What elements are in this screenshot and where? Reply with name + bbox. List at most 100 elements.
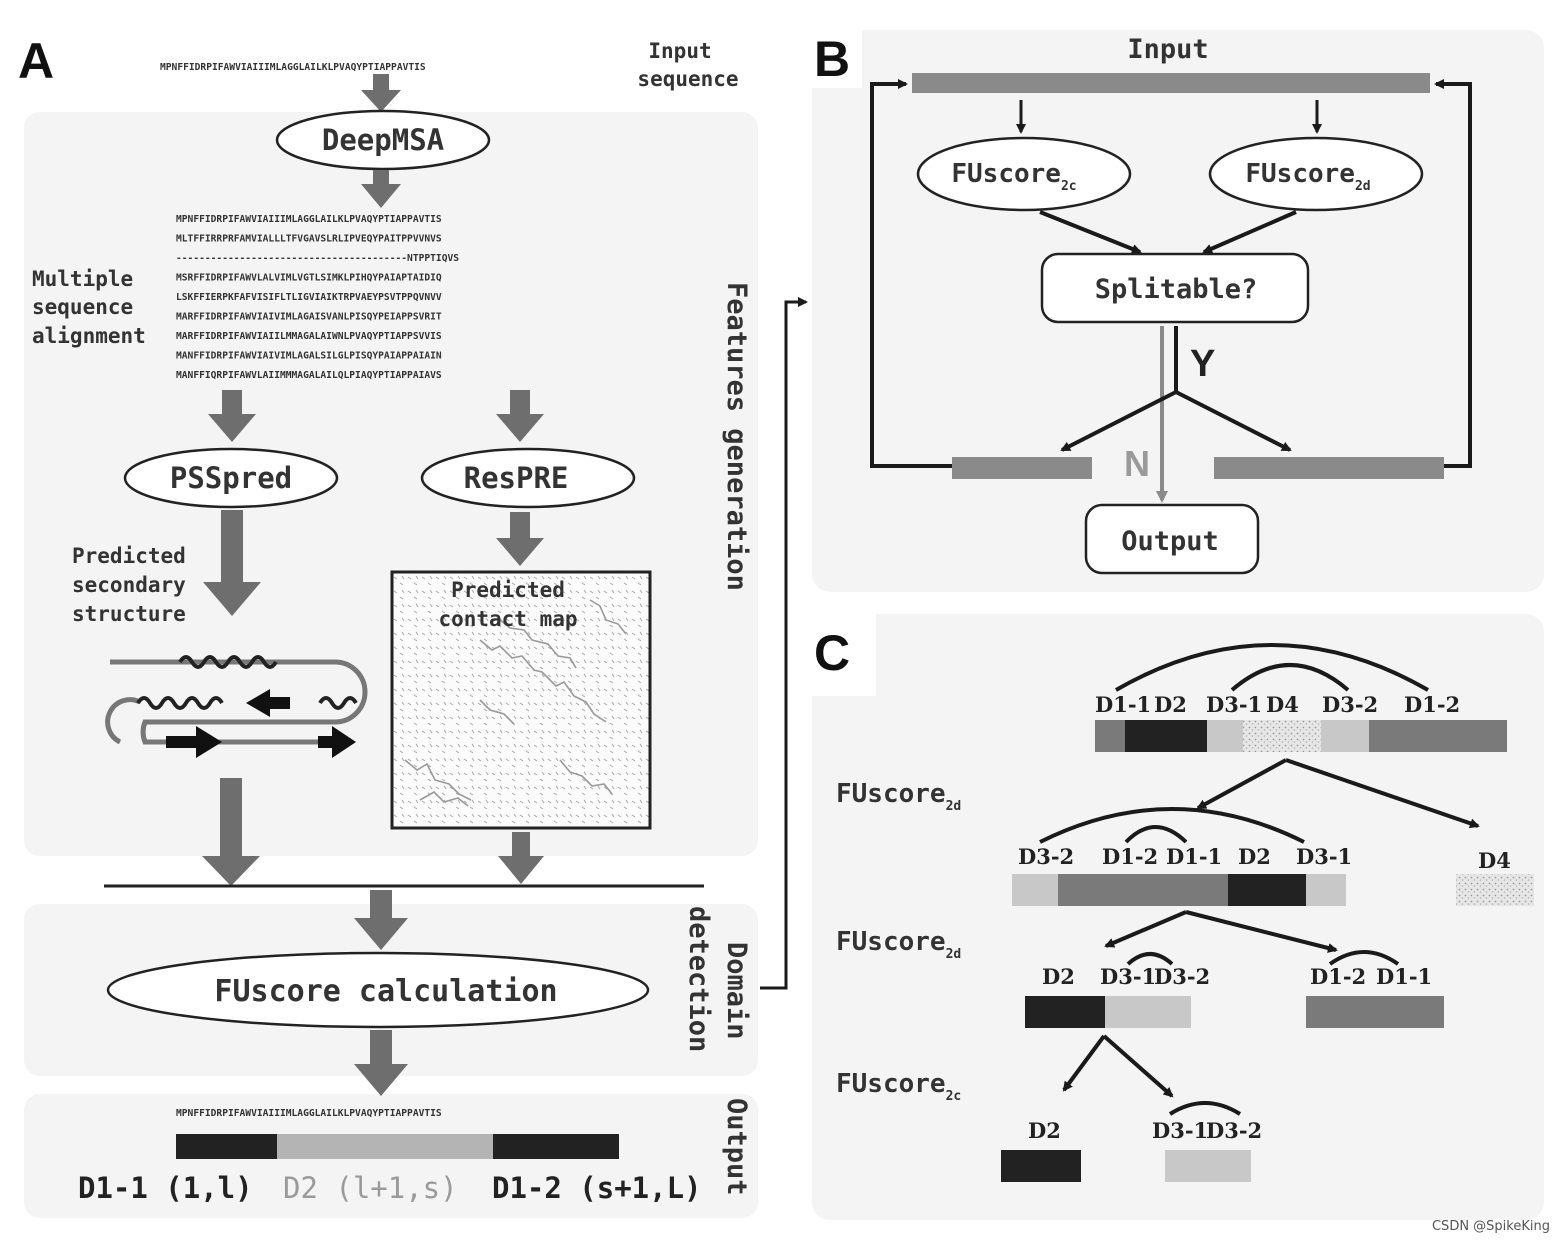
- arrow-msa-to-respre: [496, 390, 544, 442]
- panel-b-label: B: [814, 31, 850, 87]
- respre-label: ResPRE: [464, 461, 569, 495]
- panel-b: B Input FUscore2c FUscore2d Splitable? Y…: [806, 24, 1544, 592]
- msa-line: MANFFIDRPIFAWVIAIVIMLAGALSILGLPISQYPAIAP…: [176, 351, 442, 362]
- c-row3-label-d3-2: D3-2: [1154, 964, 1210, 989]
- arrow-input-to-deepmsa: [361, 74, 401, 112]
- c-row3-label-d3-1: D3-1: [1100, 964, 1156, 989]
- connector-to-panel-b: [760, 297, 808, 990]
- c-row1-label-d3-2: D3-2: [1322, 692, 1378, 717]
- c-row2-label-d3-1: D3-1: [1296, 844, 1352, 869]
- b-yes-left-arrow: [1060, 390, 1177, 452]
- c-row2-d4-block: [1456, 874, 1534, 906]
- helix-1: [178, 655, 278, 669]
- pred-cm-label-line2: contact map: [438, 607, 577, 631]
- c-row2-side-label-d4: D4: [1478, 848, 1511, 873]
- msa-line: LSKFFIERPKFAFVISIFLTLIGVIAIKTRPVAEYPSVTP…: [176, 292, 442, 303]
- b-output-label: Output: [1121, 526, 1219, 557]
- c-row4-bar-d2: [1001, 1150, 1081, 1182]
- fuscore-calc-node: [106, 951, 650, 1029]
- c-row2-arrow-right: [1185, 910, 1338, 953]
- c-row3-score: FUscore2c: [836, 1069, 961, 1104]
- output-sequence: MPNFFIDRPIFAWVIAIIIMLAGGLAILKLPVAQYPTIAP…: [176, 1108, 442, 1119]
- input-sequence: MPNFFIDRPIFAWVIAIIIMLAGGLAILKLPVAQYPTIAP…: [160, 62, 426, 73]
- msa-line: ----------------------------------------…: [176, 253, 459, 264]
- b-splitable-label: Splitable?: [1095, 274, 1258, 305]
- arrow-fuscore-to-output: [354, 1030, 408, 1096]
- msa-label-line2: sequence: [32, 295, 133, 319]
- arrow-psspred-to-ss: [203, 510, 261, 616]
- strand-arrow-right-1: [166, 726, 222, 758]
- c-row2-arrow-left: [1104, 910, 1187, 948]
- secondary-structure-diagram: [105, 655, 368, 758]
- c-row2-arc-outer: [1039, 807, 1305, 844]
- b-fuscore2d-label: FUscore2d: [1245, 159, 1370, 194]
- watermark: CSDN @SpikeKing: [1432, 1219, 1550, 1234]
- domain-detection-label-line2: detection: [683, 906, 714, 1052]
- msa-line: MSRFFIDRPIFAWVLALVIMLVGTLSIMKLPIHQYPAIAP…: [176, 273, 442, 284]
- arrow-msa-to-psspred: [208, 390, 256, 442]
- msa-label-line1: Multiple: [32, 267, 133, 291]
- c-row4-label-d3-2: D3-2: [1206, 1118, 1262, 1143]
- b-left-loop: [870, 79, 952, 468]
- output-domain-d1-1: D1-1 (1,l): [78, 1171, 253, 1205]
- c-row2-label-d2: D2: [1238, 844, 1271, 869]
- b-yes-label: Y: [1190, 343, 1215, 385]
- c-row2-label-d3-2: D3-2: [1018, 844, 1074, 869]
- deepmsa-node: [275, 109, 491, 171]
- b-fuscore2c-label: FUscore2c: [951, 159, 1076, 194]
- output-domain-d2: D2 (l+1,s): [283, 1171, 458, 1205]
- msa-line: MLTFFIRRPRFAMVIALLLTFVGAVSLRLIPVEQYPAITP…: [176, 234, 442, 245]
- fuscore-calc-label: FUscore calculation: [214, 974, 557, 1009]
- c-row3-label-d1-1: D1-1: [1376, 964, 1432, 989]
- helix-2: [136, 696, 224, 710]
- c-row2-labels: D3-2 D1-2 D1-1 D2 D3-1 D4: [1018, 844, 1511, 873]
- arrow-ss-to-merge: [202, 778, 260, 886]
- c-row1-label-d2: D2: [1154, 692, 1187, 717]
- c-row2-arc-inner: [1124, 825, 1188, 844]
- panel-a: A MPNFFIDRPIFAWVIAIIIMLAGGLAILKLPVAQYPTI…: [18, 33, 808, 1218]
- output-bar-d1-2: [493, 1134, 619, 1159]
- pred-ss-label-line1: Predicted: [72, 544, 186, 568]
- output-vertical-label: Output: [721, 1098, 752, 1196]
- output-bar-d2: [277, 1134, 493, 1159]
- respre-node: [420, 447, 636, 509]
- c-row2-label-d1-1: D1-1: [1166, 844, 1222, 869]
- c-row1-arc-inner: [1230, 663, 1350, 692]
- panel-c-label: C: [814, 625, 850, 681]
- b-arrow-2c-to-split: [1039, 210, 1142, 254]
- c-row3-bar-d3: [1105, 996, 1191, 1028]
- c-row1-label-d1-1: D1-1: [1095, 692, 1151, 717]
- c-row3-arc-left: [1126, 952, 1174, 966]
- arrow-map-to-merge: [498, 832, 544, 884]
- c-row3-arrow-right: [1102, 1034, 1174, 1098]
- arrow-deepmsa-to-msa: [361, 170, 401, 208]
- c-row3-labels: D2 D3-1 D3-2 D1-2 D1-1: [1042, 964, 1432, 989]
- arrow-merge-to-fuscore: [354, 890, 408, 950]
- contact-map: [390, 570, 652, 830]
- c-row3-label-d1-2: D1-2: [1310, 964, 1366, 989]
- b-fuscore2c-node: [916, 136, 1132, 212]
- psspred-node: [123, 447, 339, 509]
- c-row1-labels: D1-1 D2 D3-1 D4 D3-2 D1-2: [1095, 692, 1460, 717]
- panel-c: C D1-1 D2 D3-1 D4 D3-2 D1-2 FUscore2d D3…: [806, 612, 1544, 1220]
- b-left-split-bar: [952, 457, 1092, 479]
- strand-arrow-left: [246, 689, 290, 717]
- pred-cm-label-line1: Predicted: [451, 578, 565, 602]
- c-row3-bar-d2: [1025, 996, 1105, 1028]
- strand-arrow-right-2: [318, 726, 356, 758]
- b-input-label: Input: [1127, 34, 1208, 65]
- c-row2-label-d1-2: D1-2: [1102, 844, 1158, 869]
- b-right-loop: [1434, 79, 1472, 468]
- c-row1-arrow-right: [1285, 758, 1480, 829]
- c-row4-arc: [1168, 1101, 1242, 1116]
- domain-detection-label-line1: Domain: [721, 942, 752, 1040]
- c-row4-labels: D2 D3-1 D3-2: [1028, 1118, 1262, 1143]
- deepmsa-label: DeepMSA: [322, 123, 444, 157]
- b-fuscore2d-node: [1208, 136, 1424, 212]
- c-row4-bar-d3: [1165, 1150, 1251, 1182]
- msa-line: MANFFIQRPIFAWVLAIIMMMAGALAILQLPIAQYPTIAP…: [176, 370, 442, 381]
- c-row1-arc-outer: [1115, 643, 1429, 692]
- c-row1-bar: [1095, 720, 1507, 752]
- msa-line: MARFFIDRPIFAWVIAIVIMLAGAISVANLPISQYPEIAP…: [176, 312, 442, 323]
- msa-lines: MPNFFIDRPIFAWVIAIIIMLAGGLAILKLPVAQYPTIAP…: [176, 214, 459, 381]
